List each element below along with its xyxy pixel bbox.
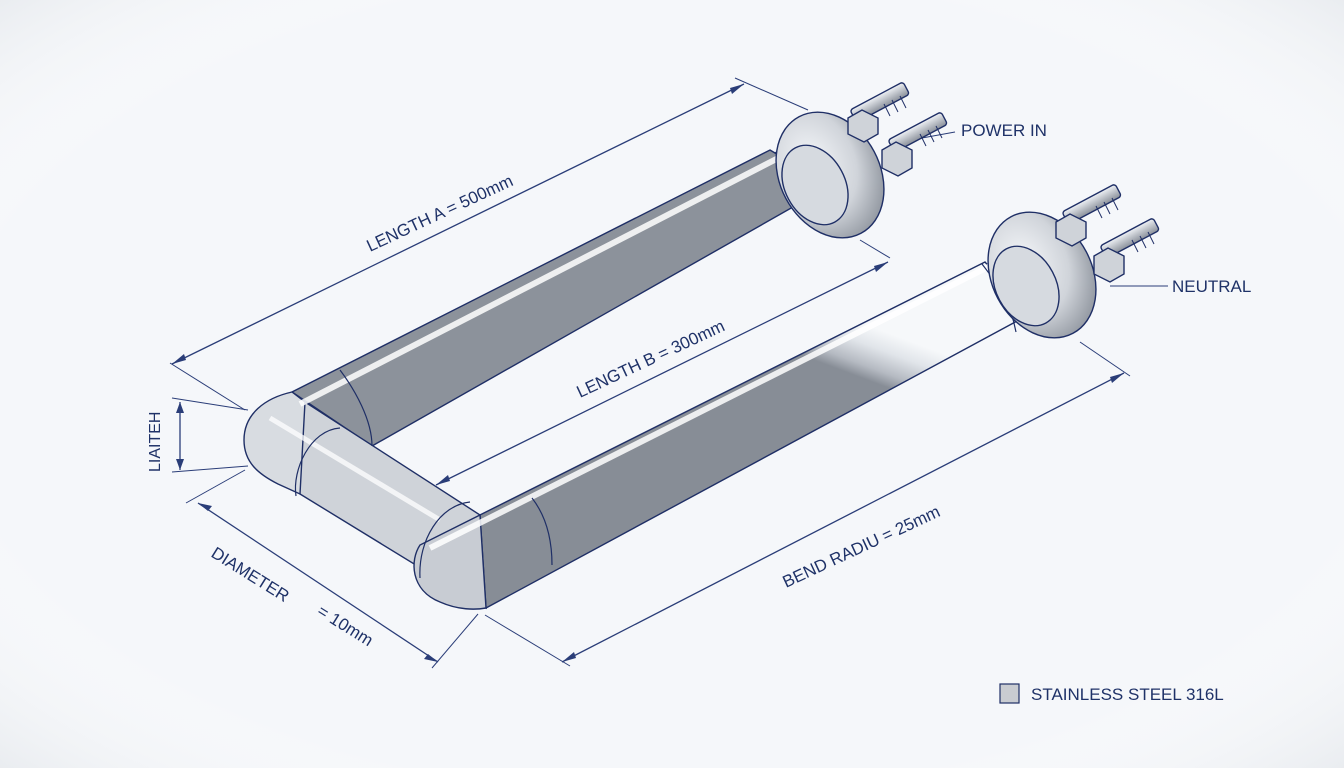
diameter-dimension-line [197,502,439,663]
tube-seam-5 [531,497,553,566]
height-arrow-bottom [176,459,184,470]
length-a-extension-right [734,77,809,111]
bend-radius-extension-left [484,614,571,667]
tube-end-upper [781,144,849,226]
tube-seam-2 [339,369,373,447]
dimension-lines [169,77,1168,669]
nut-upper-2 [881,141,913,177]
length-b-extension-right [859,239,891,259]
bend-radius-dimension-line [561,372,1125,663]
tube-bend-front [413,513,487,610]
tube-seam-4 [419,501,471,579]
tube-highlight-lower [428,263,992,551]
neutral-label: NEUTRAL [1172,277,1251,296]
height-label: LIAITEH [147,412,164,472]
height-arrow-top [176,402,184,413]
length-b-arrow-right [874,262,888,272]
thread-lines-lower [1095,197,1155,253]
tube-seam-3 [294,427,341,497]
nut-lower-2 [1093,247,1125,283]
length-a-arrow-right [730,84,744,94]
terminal-power-in [775,82,948,239]
bend-radius-arrow-left [562,652,576,662]
length-b-dimension-line [435,261,889,486]
tube-end-lower [992,245,1060,327]
length-a-extension-left [169,362,246,411]
power-in-label: POWER IN [961,121,1047,140]
diameter-arrow-right [424,654,438,662]
tube-highlight-crossbar [268,415,442,523]
material-legend: STAINLESS STEEL 316L [999,683,1224,704]
length-b-arrow-left [436,475,450,485]
height-extension-top [171,397,249,411]
nut-upper-1 [847,109,879,143]
bend-radius-arrow-right [1110,373,1124,383]
tube-highlight-upper [298,149,792,407]
diameter-arrow-left [198,503,212,511]
height-extension-bottom [171,465,249,473]
thread-lines-upper [883,95,943,147]
nut-lower-1 [1055,213,1087,247]
diameter-extension-left [185,469,246,504]
tube-bend-left [243,391,306,496]
bend-radius-extension-right [1079,341,1131,377]
length-a-dimension-line [171,83,745,365]
heating-tube [243,149,1032,610]
material-label: STAINLESS STEEL 316L [1031,685,1224,704]
material-swatch [999,683,1020,704]
terminal-neutral [987,184,1160,339]
length-a-arrow-left [172,354,186,364]
diameter-extension-right [431,613,479,669]
